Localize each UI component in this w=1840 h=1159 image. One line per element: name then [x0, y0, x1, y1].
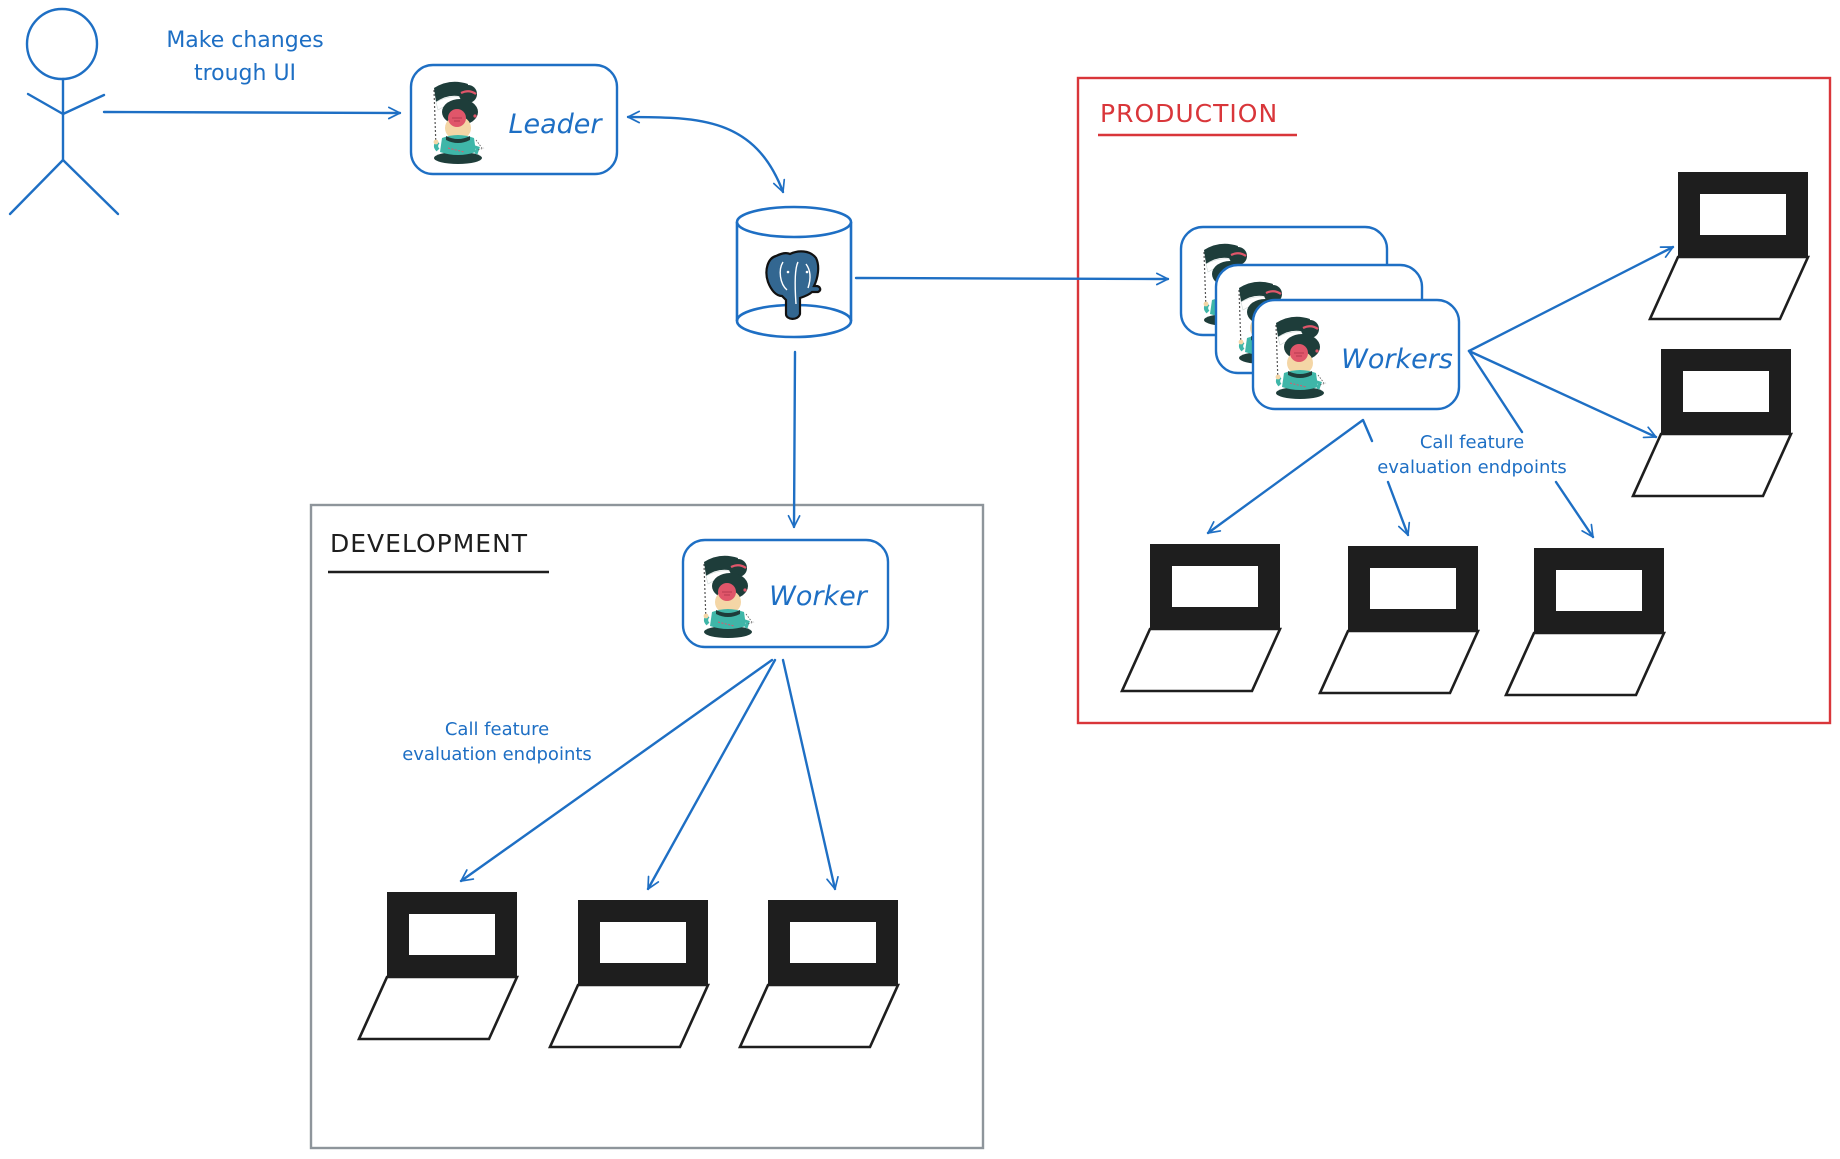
arrow-to-prod-laptop-mid-right [1467, 349, 1658, 439]
laptop-icon [550, 911, 708, 1047]
arrow-to-prod-laptop-top-right [1467, 245, 1675, 353]
production-group-frame [1076, 76, 1832, 725]
production-title: PRODUCTION [1100, 99, 1278, 128]
dev-worker-label: Worker [769, 581, 869, 612]
actor-label-line1: Make changes [166, 28, 323, 53]
laptop-icon [1122, 555, 1280, 691]
database-node[interactable] [735, 205, 853, 339]
development-client-arrows [459, 658, 839, 891]
prod-calls-label-line1: Call feature [1420, 432, 1524, 453]
development-title: DEVELOPMENT [330, 529, 528, 558]
laptop-icon [1650, 183, 1808, 319]
arrow-to-prod-laptop-3 [1554, 480, 1595, 539]
stick-figure-icon [8, 7, 120, 216]
workers-node[interactable]: Workers [1179, 225, 1461, 411]
laptop-icon [1320, 557, 1478, 693]
laptop-icon [1506, 559, 1664, 695]
actor-label-line2: trough UI [194, 61, 296, 86]
arrow-to-dev-laptop-1 [459, 658, 774, 883]
postgresql-elephant-icon [765, 250, 822, 320]
arrow-to-prod-laptop-1 [1206, 418, 1374, 535]
database-to-workers-arrow [854, 272, 1170, 286]
arrow-to-label-segment [1467, 349, 1524, 434]
laptop-icon [1633, 360, 1791, 496]
leader-label: Leader [508, 109, 603, 140]
worker-card-front: Workers [1251, 298, 1461, 411]
arrow-to-prod-laptop-2 [1386, 480, 1411, 537]
dev-calls-label-line1: Call feature [445, 719, 549, 740]
leader-database-sync-arrow [626, 110, 786, 194]
laptop-icon [740, 911, 898, 1047]
dev-worker-node[interactable]: Worker [681, 538, 890, 649]
leader-node[interactable]: Leader [409, 63, 619, 176]
actor-to-leader-arrow [102, 106, 402, 120]
arrow-to-dev-laptop-2 [646, 658, 777, 891]
prod-calls-label-line2: evaluation endpoints [1377, 457, 1567, 478]
development-group-frame [309, 503, 985, 1150]
dev-calls-label-line2: evaluation endpoints [402, 744, 592, 765]
production-client-arrows [1206, 245, 1675, 539]
arrow-to-dev-laptop-3 [781, 658, 839, 891]
laptop-icon [359, 903, 517, 1039]
database-to-worker-arrow [787, 350, 801, 529]
workers-label: Workers [1341, 344, 1453, 375]
